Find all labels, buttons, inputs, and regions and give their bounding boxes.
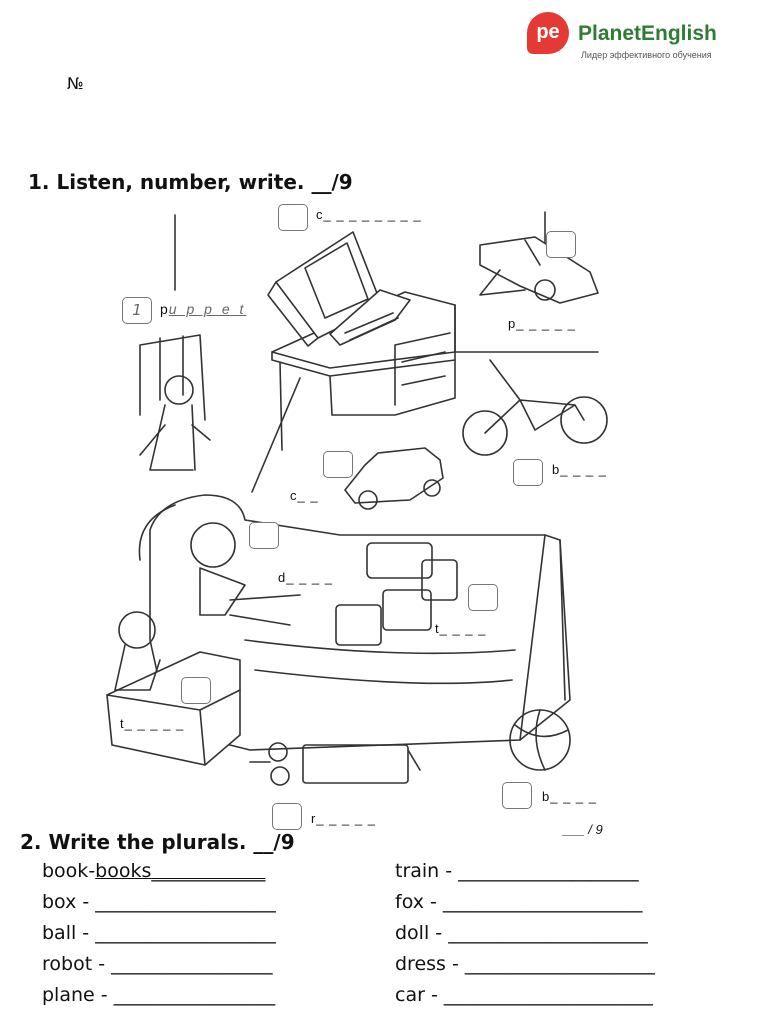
- label-doll: d_ _ _ _: [278, 570, 333, 585]
- label-car: c_ _: [290, 488, 319, 503]
- label-bike: b_ _ _ _: [552, 462, 607, 477]
- label-computer: c_ _ _ _ _ _ _ _: [316, 207, 422, 222]
- label-plane: p_ _ _ _ _: [508, 316, 576, 331]
- label-train: t_ _ _ _: [435, 621, 487, 636]
- number-box-puppet[interactable]: 1: [122, 297, 152, 324]
- logo-mark: pe: [527, 12, 569, 54]
- plural-book[interactable]: book-books____________: [42, 860, 266, 882]
- exercise1-title: 1. Listen, number, write. __/9: [28, 170, 353, 194]
- number-box-car[interactable]: [323, 451, 353, 478]
- label-teddy: t_ _ _ _ _: [120, 716, 185, 731]
- plural-ball[interactable]: ball - ___________________: [42, 922, 276, 944]
- exercise1-score: ___ / 9: [563, 822, 603, 837]
- label-ball: b_ _ _ _: [542, 789, 597, 804]
- logo: pe PlanetEnglish Лидер эффективного обуч…: [527, 12, 737, 67]
- answer-puppet: u p p e t: [168, 301, 247, 317]
- number-box-computer[interactable]: [278, 204, 308, 231]
- number-box-bike[interactable]: [513, 459, 543, 486]
- plural-box[interactable]: box - ___________________: [42, 891, 276, 913]
- number-box-ball[interactable]: [502, 782, 532, 809]
- logo-name: PlanetEnglish: [578, 22, 717, 45]
- exercise2-title: 2. Write the plurals. __/9: [20, 830, 295, 854]
- label-robot: r_ _ _ _ _: [311, 811, 376, 826]
- answer-books: books____________: [95, 860, 266, 882]
- plural-train[interactable]: train - ___________________: [395, 860, 639, 882]
- plural-doll[interactable]: doll - _____________________: [395, 922, 648, 944]
- plural-robot[interactable]: robot - _________________: [42, 953, 273, 975]
- number-box-doll[interactable]: [249, 522, 279, 549]
- plural-fox[interactable]: fox - _____________________: [395, 891, 643, 913]
- label-puppet: pu p p e t: [160, 301, 247, 317]
- number-sign: №: [67, 74, 84, 93]
- logo-tagline: Лидер эффективного обучения: [581, 50, 712, 60]
- number-box-plane[interactable]: [546, 231, 576, 258]
- number-box-teddy[interactable]: [181, 677, 211, 704]
- plural-plane[interactable]: plane - _________________: [42, 984, 276, 1006]
- number-box-robot[interactable]: [272, 803, 302, 830]
- number-box-train[interactable]: [468, 584, 498, 611]
- plural-car[interactable]: car - ______________________: [395, 984, 653, 1006]
- plural-dress[interactable]: dress - ____________________: [395, 953, 655, 975]
